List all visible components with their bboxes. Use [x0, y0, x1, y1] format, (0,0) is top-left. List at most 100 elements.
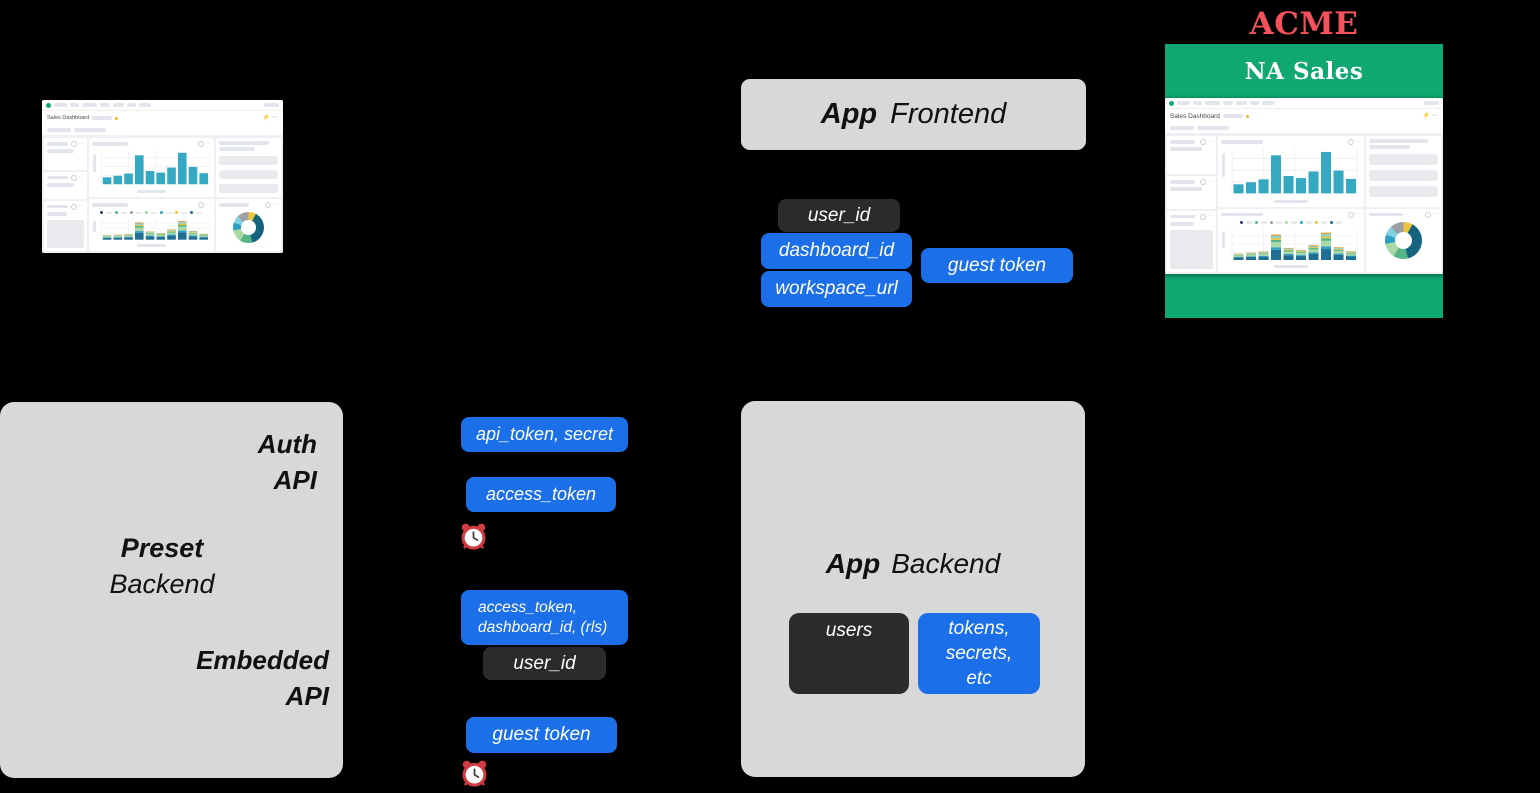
card-title-placeholder	[1170, 214, 1196, 219]
app-frontend-title-rest: Frontend	[890, 98, 1007, 130]
legend-dot	[1329, 221, 1333, 225]
filter-column: ⋯ ⋯ ⋯	[44, 138, 87, 251]
legend-dot	[130, 211, 134, 215]
card-title-placeholder	[91, 203, 128, 207]
card-header: ⋯	[1221, 211, 1361, 218]
card-refresh-icon	[265, 201, 271, 208]
dashboard-title-row: Sales Dashboard⚡ ⋯	[1165, 109, 1443, 123]
card-title-placeholder	[1170, 140, 1196, 144]
nav-link-placeholder	[127, 103, 136, 107]
filter-card: ⋯	[1167, 136, 1217, 175]
dashboard-actions-icon: ⚡ ⋯	[262, 115, 278, 121]
stacked-chart-area	[1221, 228, 1360, 262]
card-header: ⋯	[47, 141, 84, 147]
legend-dot	[1239, 221, 1243, 225]
filter-value-placeholder	[1170, 221, 1194, 226]
y-axis-placeholder	[1222, 152, 1226, 177]
card-title-placeholder	[47, 204, 69, 209]
bar-chart-area	[92, 149, 212, 187]
legend-label-placeholder	[136, 211, 143, 214]
x-axis-placeholder	[137, 189, 166, 193]
card-header: ⋯	[219, 201, 278, 208]
text-line-placeholder	[219, 147, 255, 151]
filter-box-placeholder	[1170, 229, 1214, 269]
card-header: ⋯	[1170, 179, 1213, 186]
card-menu-icon: ⋯	[206, 201, 212, 208]
card-header: ⋯	[91, 140, 212, 147]
tab-placeholder	[47, 128, 71, 132]
card-refresh-icon	[70, 141, 77, 147]
legend-dot	[1284, 221, 1288, 225]
card-title-placeholder	[47, 175, 69, 180]
filter-card: ⋯	[1167, 210, 1217, 272]
card-refresh-icon	[1425, 211, 1431, 218]
legend-dot	[1269, 221, 1273, 225]
list-item-placeholder	[1368, 154, 1438, 165]
embedded-api-line1: Embedded	[196, 645, 329, 675]
stacked-chart-card: ⋯	[1218, 208, 1364, 272]
nav-link-placeholder	[1177, 101, 1190, 105]
app-backend-title-bold: App	[825, 548, 881, 579]
guest-token-tag-flow: guest token	[466, 717, 617, 753]
list-item-placeholder	[1368, 170, 1438, 181]
embed-panel-header: NA Sales	[1244, 57, 1364, 85]
app-backend-title-rest: Backend	[891, 548, 1001, 579]
y-axis-placeholder	[92, 220, 96, 232]
bar-chart	[100, 150, 210, 185]
legend-dot	[100, 211, 104, 215]
stacked-bar-chart	[1231, 228, 1359, 260]
card-refresh-icon	[70, 174, 77, 181]
card-refresh-icon	[1200, 179, 1207, 186]
bar-chart-card: ⋯	[88, 138, 215, 197]
access-token-dashboard-id-rls-tag: access_token, dashboard_id, (rls)	[461, 590, 628, 645]
preset-backend-label: Preset Backend	[0, 530, 324, 602]
chart-legend	[1221, 220, 1360, 226]
stacked-chart-card: ⋯	[88, 198, 215, 251]
card-menu-icon: ⋯	[1355, 211, 1361, 218]
card-refresh-icon	[1200, 213, 1207, 220]
filter-value-placeholder	[1170, 147, 1203, 151]
card-title-placeholder	[91, 142, 128, 146]
nav-link-placeholder	[70, 103, 79, 107]
dashboard-tabs	[42, 125, 283, 136]
legend-label-placeholder	[121, 211, 128, 214]
card-header: ⋯	[1221, 138, 1361, 145]
nav-link-placeholder	[139, 103, 151, 107]
card-menu-icon: ⋯	[78, 174, 84, 181]
card-title-placeholder	[219, 203, 249, 207]
card-menu-icon: ⋯	[206, 140, 212, 147]
bar-chart	[1231, 148, 1359, 194]
card-refresh-icon	[1200, 139, 1207, 145]
app-frontend-title-bold: App	[820, 98, 878, 130]
legend-dot	[160, 211, 164, 215]
dashboard-tabs	[1165, 123, 1443, 134]
tab-placeholder	[1170, 126, 1194, 130]
preset-backend-line2: Backend	[109, 569, 215, 599]
filter-value-placeholder	[47, 182, 75, 187]
legend-label-placeholder	[166, 211, 173, 214]
draft-status-dot	[1245, 114, 1249, 118]
legend-label-placeholder	[151, 211, 158, 214]
card-header: ⋯	[1170, 213, 1213, 220]
legend-label-placeholder	[181, 211, 188, 214]
info-column: ⋯	[1365, 136, 1441, 272]
legend-label-placeholder	[1335, 221, 1342, 224]
stacked-bar-chart	[100, 218, 210, 240]
auth-api-label: Auth API	[258, 426, 317, 498]
timer-icon	[462, 760, 487, 787]
nav-link-placeholder	[1262, 101, 1274, 105]
filter-card: ⋯	[44, 200, 87, 251]
filter-card: ⋯	[44, 138, 87, 170]
workspace-url-tag: workspace_url	[761, 271, 912, 307]
list-item-placeholder	[219, 156, 278, 165]
card-title-placeholder	[1170, 180, 1196, 184]
filter-card: ⋯	[1167, 176, 1217, 209]
card-menu-icon: ⋯	[1355, 138, 1361, 145]
x-axis-placeholder	[1274, 199, 1308, 203]
tokens-store: tokens, secrets, etc	[918, 613, 1040, 694]
nav-user-placeholder	[264, 103, 279, 107]
legend-dot	[1314, 221, 1318, 225]
app-backend-box: App Backend users tokens, secrets, etc	[741, 401, 1085, 777]
list-item-placeholder	[1368, 186, 1438, 197]
